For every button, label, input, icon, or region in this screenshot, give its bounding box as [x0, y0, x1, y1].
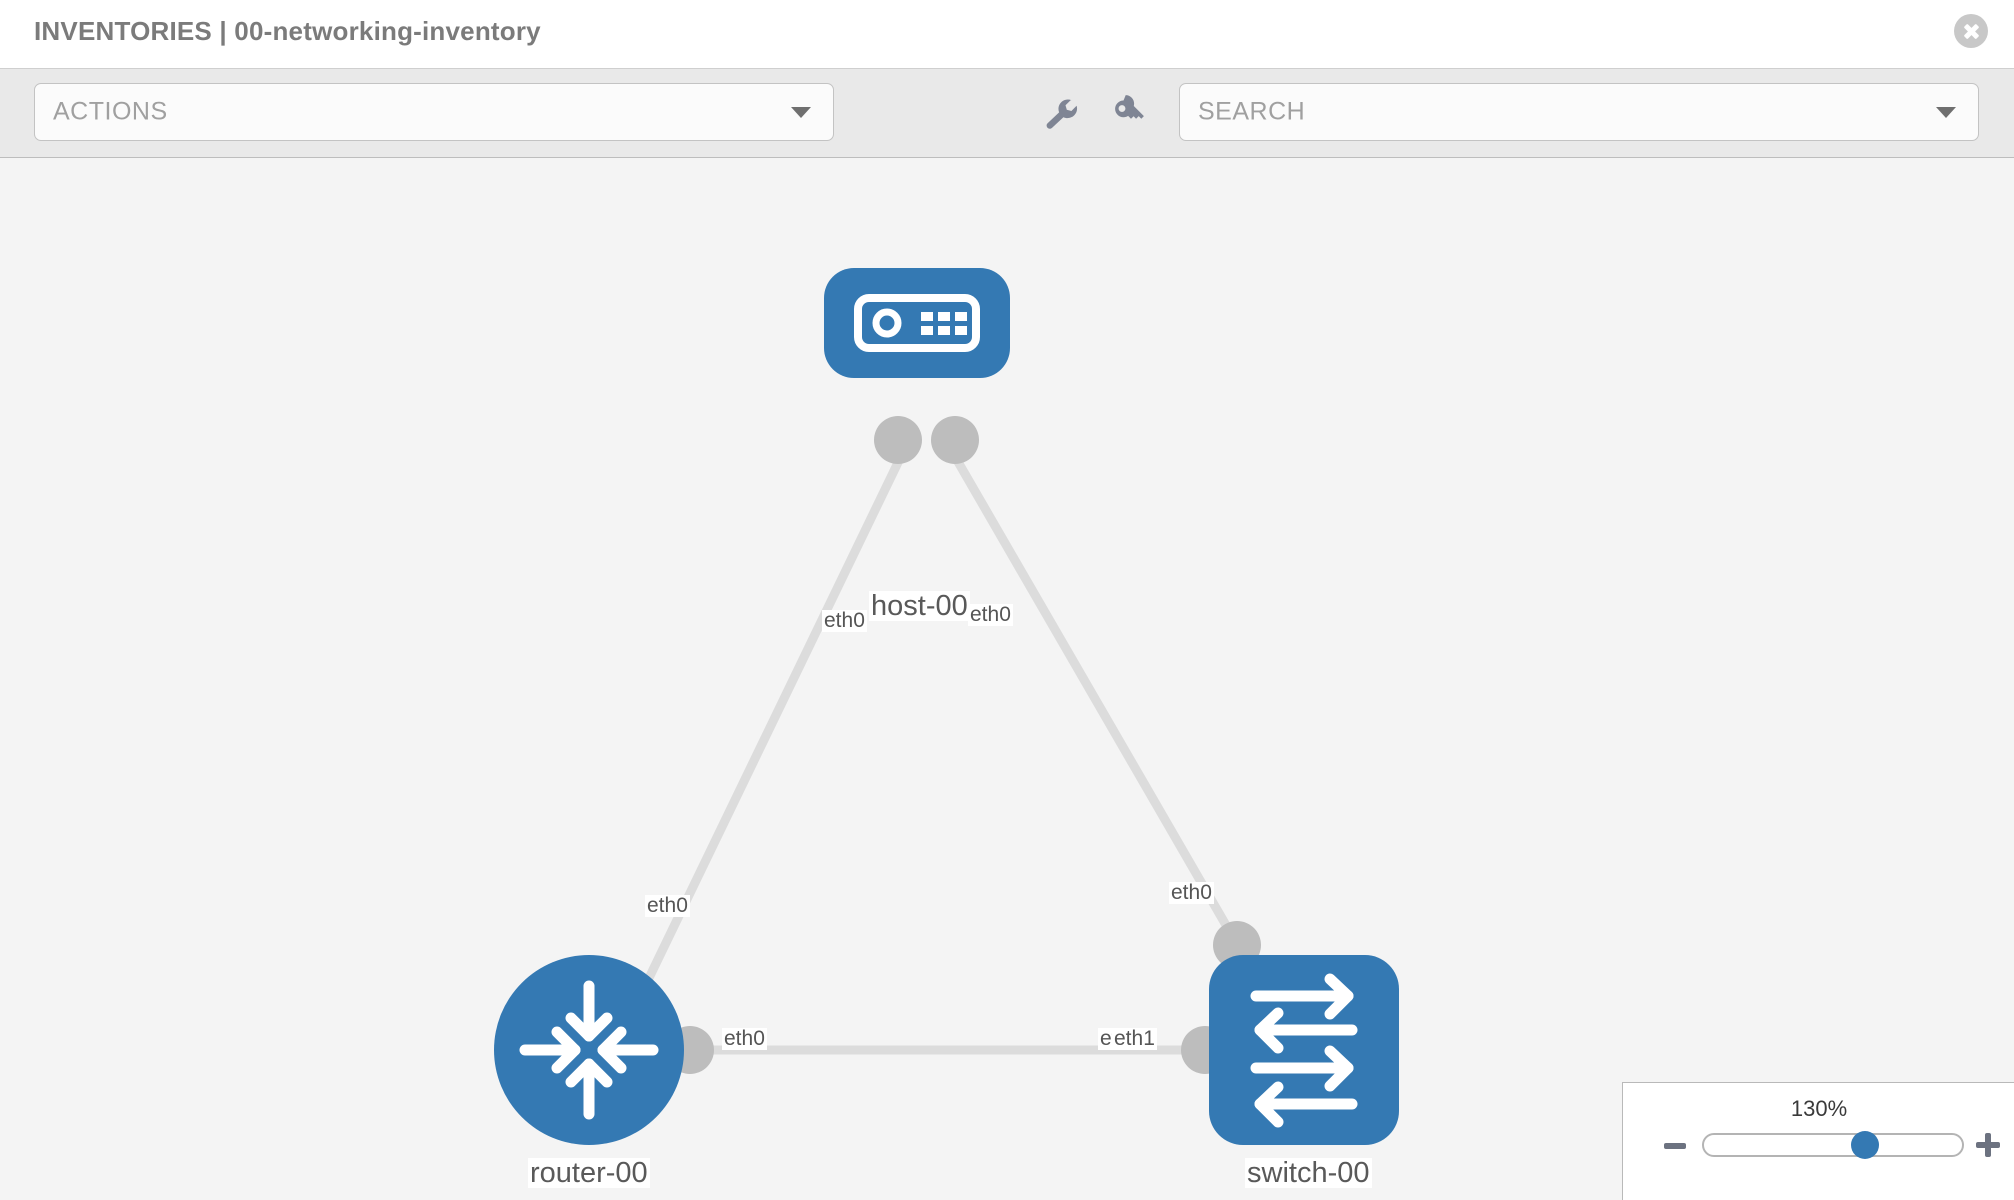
- chevron-down-icon: [1936, 107, 1956, 118]
- search-input[interactable]: SEARCH: [1179, 83, 1979, 141]
- actions-dropdown-label: ACTIONS: [53, 97, 168, 126]
- link-label-router-diag-eth0: eth0: [645, 894, 690, 918]
- topology-canvas[interactable]: host-00 router-00 switch-00 eth0 eth0 et…: [0, 158, 2014, 1200]
- close-icon[interactable]: [1954, 14, 1988, 48]
- port-host-eth0-right[interactable]: [931, 416, 979, 464]
- zoom-in-button[interactable]: [1976, 1133, 2000, 1157]
- search-placeholder-label: SEARCH: [1198, 97, 1306, 126]
- link-label-switch-side-eth1: eth1: [1112, 1027, 1157, 1051]
- toolbar: ACTIONS SEARCH: [0, 68, 2014, 158]
- window-header: INVENTORIES | 00-networking-inventory: [0, 0, 2014, 68]
- zoom-level-value: 130%: [1790, 1096, 1848, 1121]
- key-icon[interactable]: [1108, 95, 1150, 135]
- link-layer: [615, 445, 1249, 1055]
- link-label-switch-diag-eth0: eth0: [1169, 881, 1214, 905]
- link-host-router[interactable]: [615, 446, 910, 1040]
- link-label-host-eth0-left: eth0: [822, 609, 867, 633]
- actions-dropdown[interactable]: ACTIONS: [34, 83, 834, 141]
- switch-arrows-icon: [1250, 973, 1358, 1128]
- port-host-eth0-left[interactable]: [874, 416, 922, 464]
- node-switch-00[interactable]: [1209, 955, 1399, 1145]
- link-host-switch[interactable]: [946, 445, 1249, 961]
- topology-graph: [494, 268, 1399, 1145]
- node-label-router-00: router-00: [528, 1157, 650, 1189]
- server-appliance-icon: [854, 294, 980, 352]
- wrench-icon[interactable]: [1041, 95, 1083, 135]
- zoom-out-button[interactable]: [1664, 1143, 1686, 1149]
- node-label-switch-00: switch-00: [1245, 1157, 1372, 1189]
- router-arrows-icon: [519, 980, 659, 1120]
- chevron-down-icon: [791, 107, 811, 118]
- link-label-router-side-eth0: eth0: [722, 1027, 767, 1051]
- zoom-slider-track[interactable]: [1702, 1133, 1964, 1157]
- link-label-host-eth0-right: eth0: [968, 603, 1013, 627]
- zoom-slider-thumb[interactable]: [1851, 1131, 1879, 1159]
- node-host-00[interactable]: [824, 268, 1010, 378]
- node-router-00[interactable]: [494, 955, 684, 1145]
- zoom-control-panel: 130%: [1622, 1082, 2014, 1200]
- node-label-host-00: host-00: [869, 590, 970, 622]
- page-title: INVENTORIES | 00-networking-inventory: [34, 16, 541, 46]
- port-layer: [666, 416, 1261, 1074]
